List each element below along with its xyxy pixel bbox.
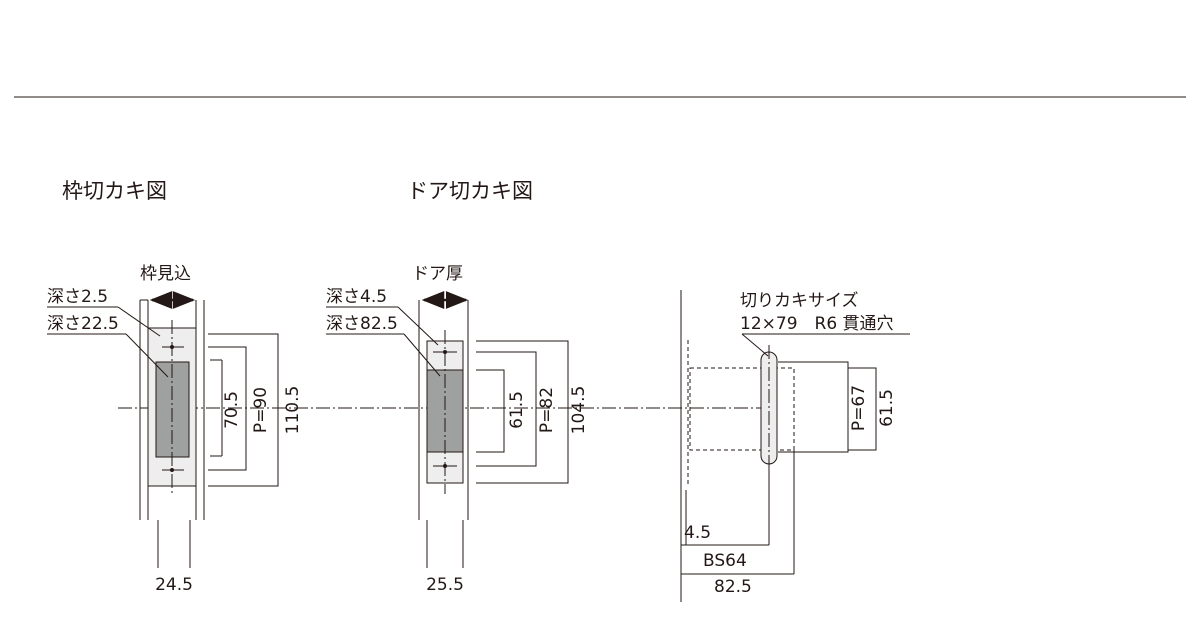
door-width-label: ドア厚 xyxy=(412,264,463,284)
door-cutout-view: ドア切カキ図 ドア厚 深さ4.5 深さ82.5 61.5 P=82 104.5 … xyxy=(326,179,589,595)
frame-cutout-view: 枠切カキ図 枠見込 深さ2.5 深さ22.5 70.5 xyxy=(47,179,303,595)
frame-screw-hole-bottom xyxy=(170,468,174,472)
side-note-line1: 切りカキサイズ xyxy=(740,291,859,311)
frame-dim-inner-bracket xyxy=(208,346,247,471)
frame-dim-pitch: P=90 xyxy=(251,387,271,433)
door-dim-inner: 61.5 xyxy=(507,391,527,429)
frame-dim-bottom: 24.5 xyxy=(155,575,193,595)
side-dim-pitch-bracket xyxy=(778,361,849,453)
door-dim-pitch: P=82 xyxy=(537,387,557,433)
side-dim-inner-bracket xyxy=(848,367,877,451)
frame-dim-inner: 70.5 xyxy=(222,391,242,429)
frame-title: 枠切カキ図 xyxy=(62,179,167,203)
door-dim-outer-bracket xyxy=(476,340,569,484)
side-dim-inner: 61.5 xyxy=(877,389,897,427)
door-title: ドア切カキ図 xyxy=(407,179,533,203)
door-depth-main: 深さ82.5 xyxy=(326,314,398,334)
frame-dim-outer: 110.5 xyxy=(283,386,303,435)
side-dim-backset: BS64 xyxy=(703,551,747,571)
side-dim-offset: 4.5 xyxy=(684,523,711,543)
door-depth-top: 深さ4.5 xyxy=(326,287,387,307)
side-note-line2: 12×79 R6 貫通穴 xyxy=(740,314,894,334)
door-screw-hole-top xyxy=(443,350,447,354)
door-dim-pitch-bracket xyxy=(476,351,537,467)
side-cutout-view: 切りカキサイズ 12×79 R6 貫通穴 P=67 61.5 4.5 BS64 … xyxy=(680,290,910,602)
door-dim-inner-bracket xyxy=(476,369,505,453)
door-dim-outer: 104.5 xyxy=(569,386,589,435)
frame-screw-hole-top xyxy=(170,345,174,349)
door-dim-bottom: 25.5 xyxy=(426,575,464,595)
frame-depth-top: 深さ2.5 xyxy=(47,287,108,307)
lock-case-hidden xyxy=(689,367,795,451)
frame-depth-main: 深さ22.5 xyxy=(47,314,119,334)
door-screw-hole-bottom xyxy=(443,464,447,468)
frame-width-label: 枠見込 xyxy=(140,264,191,284)
side-dim-total: 82.5 xyxy=(714,577,752,597)
frame-dim-pitch-bracket xyxy=(208,333,279,487)
side-dim-pitch: P=67 xyxy=(849,385,869,431)
